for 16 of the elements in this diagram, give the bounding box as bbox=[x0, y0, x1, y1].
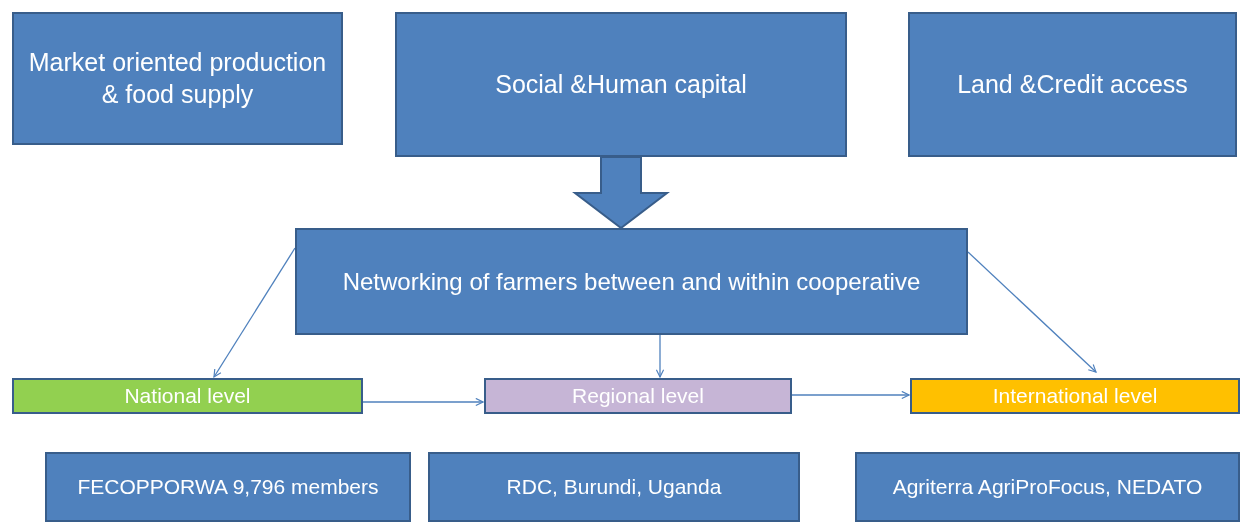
text-box: Social &Human capital bbox=[395, 12, 847, 157]
text-box: Market oriented production & food supply bbox=[12, 12, 343, 145]
level-bar: Regional level bbox=[484, 378, 792, 414]
arrow bbox=[655, 334, 665, 378]
arrow bbox=[791, 390, 910, 400]
block-arrow bbox=[572, 156, 670, 230]
level-bar: National level bbox=[12, 378, 363, 414]
text-box: Networking of farmers between and within cooperative bbox=[295, 228, 968, 335]
text-box: RDC, Burundi, Uganda bbox=[428, 452, 800, 522]
level-bar: International level bbox=[910, 378, 1240, 414]
arrow bbox=[362, 397, 484, 407]
arrow bbox=[967, 251, 1097, 373]
text-box: FECOPPORWA 9,796 members bbox=[45, 452, 411, 522]
arrow bbox=[213, 247, 296, 378]
text-box: Agriterra AgriProFocus, NEDATO bbox=[855, 452, 1240, 522]
text-box: Land &Credit access bbox=[908, 12, 1237, 157]
